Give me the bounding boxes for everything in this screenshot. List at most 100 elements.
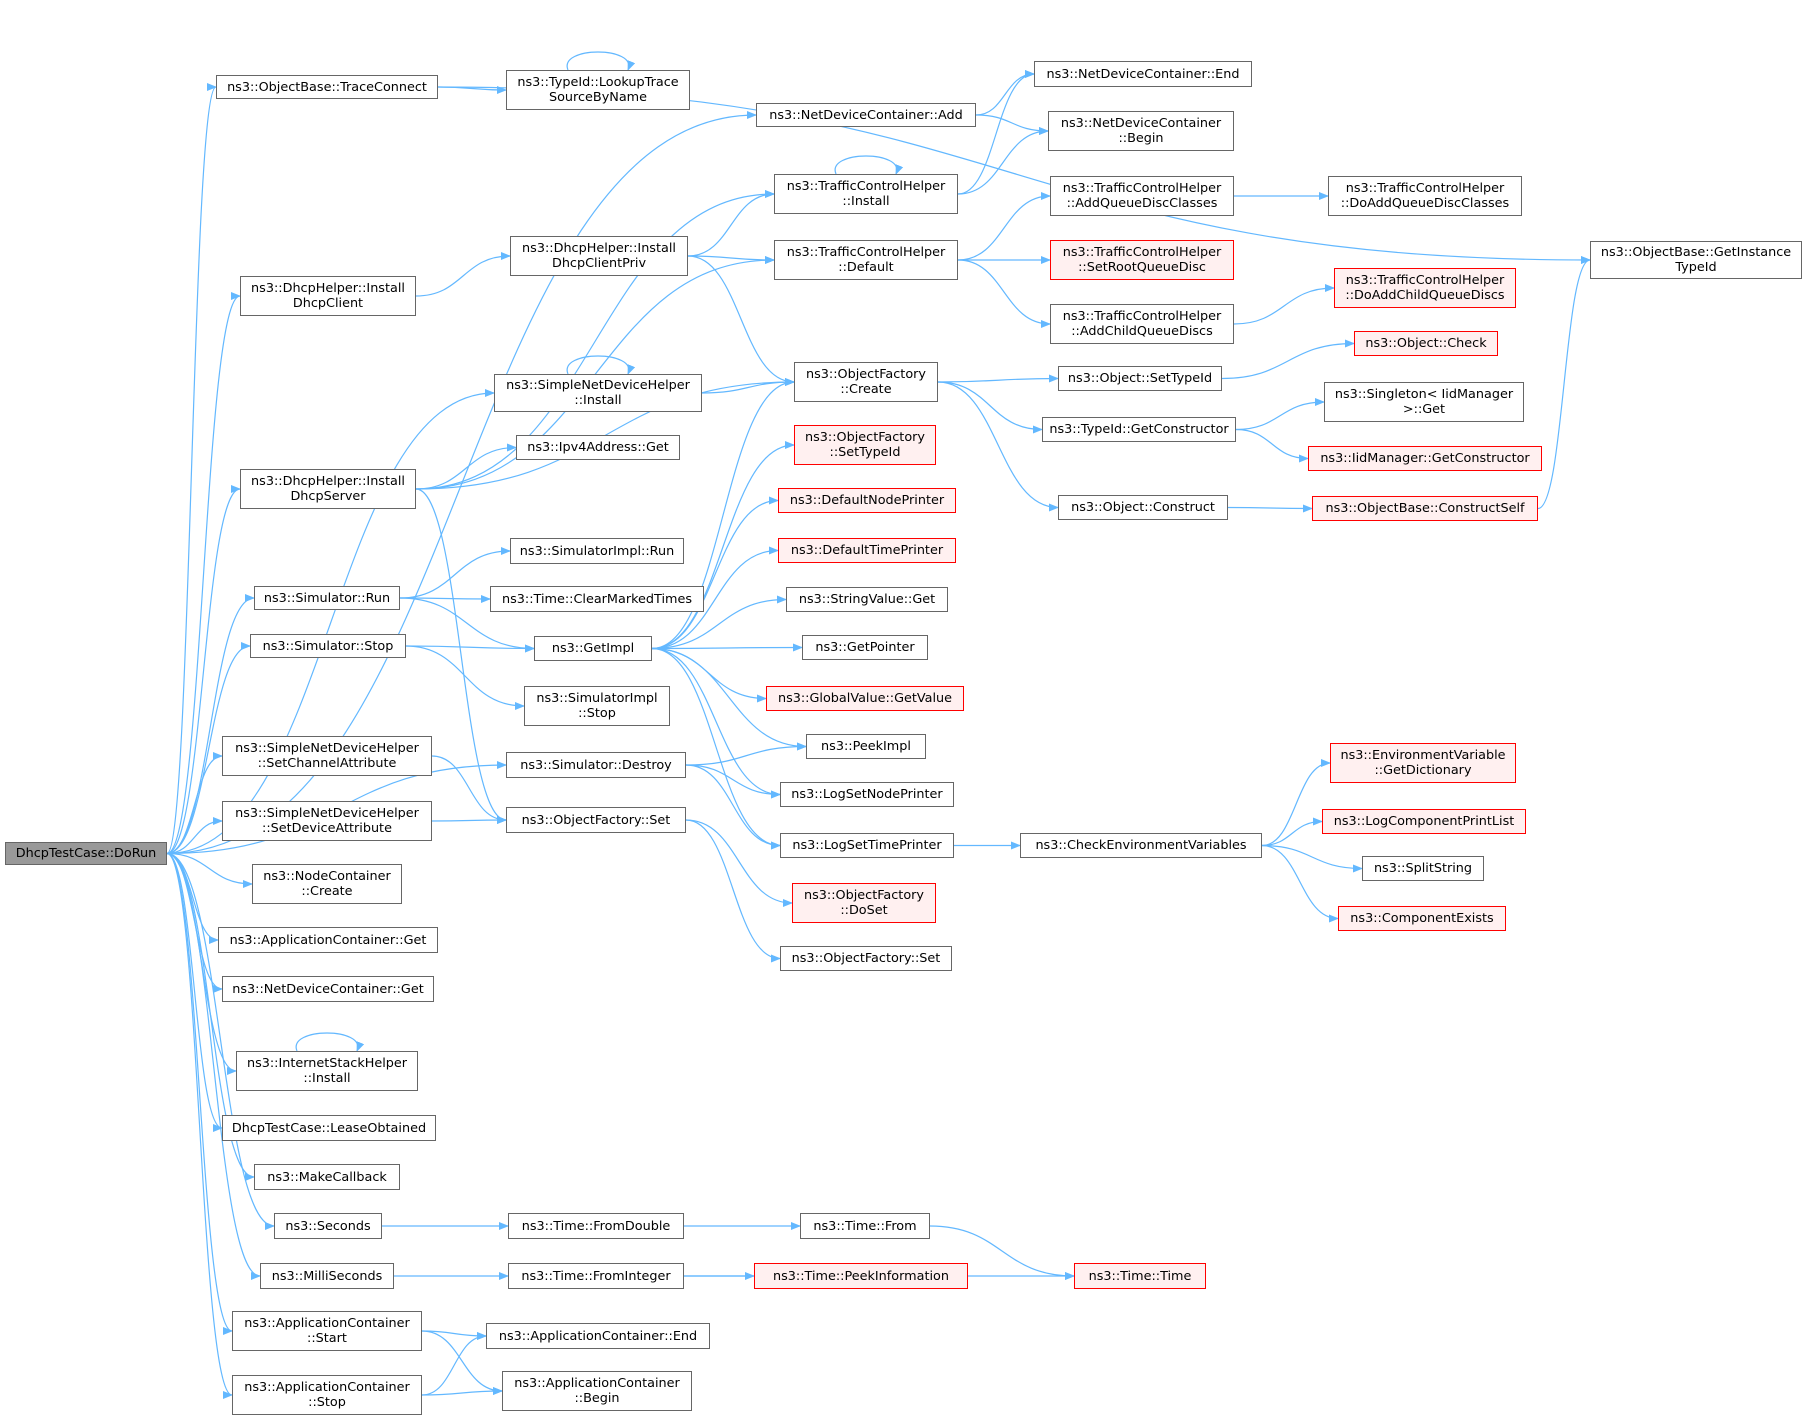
graph-node-n-ndcadd[interactable]: ns3::NetDeviceContainer::Add — [756, 103, 976, 127]
graph-node-n-tchdaqdc[interactable]: ns3::TrafficControlHelper ::DoAddQueueDi… — [1328, 176, 1522, 216]
call-edge-n-ofcreate-to-n-tigc — [937, 381, 1043, 434]
graph-node-n-seconds[interactable]: ns3::Seconds — [274, 1213, 382, 1239]
graph-node-n-oconstruct[interactable]: ns3::Object::Construct — [1058, 495, 1228, 520]
call-edge-n-getimpl-to-n-peekimpl — [651, 647, 807, 751]
graph-node-n-tchdacqd[interactable]: ns3::TrafficControlHelper ::DoAddChildQu… — [1334, 268, 1516, 308]
call-edge-n-tchdef-to-n-tchacqd — [957, 259, 1051, 328]
call-edge-n-sndhsda-to-n-ofset — [431, 816, 507, 825]
call-edge-n-dhicp-to-n-tchinst — [687, 190, 775, 257]
graph-node-n-simdestroy[interactable]: ns3::Simulator::Destroy — [506, 752, 686, 778]
graph-node-n-getptr[interactable]: ns3::GetPointer — [802, 635, 928, 660]
call-edge-n-getimpl-to-n-dnp — [651, 496, 779, 650]
graph-node-n-sndhsca[interactable]: ns3::SimpleNetDeviceHelper ::SetChannelA… — [222, 736, 432, 776]
call-edge-root-to-n-acstart — [166, 852, 233, 1335]
graph-node-n-dnp[interactable]: ns3::DefaultNodePrinter — [778, 488, 956, 513]
graph-node-n-tchdef[interactable]: ns3::TrafficControlHelper ::Default — [774, 240, 958, 280]
graph-node-n-tchsrqd[interactable]: ns3::TrafficControlHelper ::SetRootQueue… — [1050, 240, 1234, 280]
graph-node-n-ishi[interactable]: ns3::InternetStackHelper ::Install — [236, 1051, 418, 1091]
call-edge-n-simrun-to-n-getimpl — [399, 597, 535, 653]
graph-node-n-ttime[interactable]: ns3::Time::Time — [1074, 1263, 1206, 1289]
graph-node-n-ofset2[interactable]: ns3::ObjectFactory::Set — [780, 946, 952, 971]
graph-node-n-ofcreate[interactable]: ns3::ObjectFactory ::Create — [794, 362, 938, 402]
call-edge-n-obcs-to-n-goit — [1537, 256, 1591, 510]
call-edge-root-to-n-mkcb — [166, 852, 255, 1181]
call-edge-n-ofset-to-n-ofset2 — [685, 819, 781, 963]
graph-node-n-dhicp[interactable]: ns3::DhcpHelper::Install DhcpClientPriv — [510, 236, 688, 276]
graph-node-n-iidgc[interactable]: ns3::IidManager::GetConstructor — [1308, 446, 1542, 471]
graph-node-n-acend[interactable]: ns3::ApplicationContainer::End — [486, 1323, 710, 1349]
call-edge-n-sndhsca-to-n-ofset — [431, 755, 507, 824]
graph-node-n-ndcbegin[interactable]: ns3::NetDeviceContainer ::Begin — [1048, 111, 1234, 151]
graph-node-n-tpi[interactable]: ns3::Time::PeekInformation — [754, 1263, 968, 1289]
graph-node-n-dtclo[interactable]: DhcpTestCase::LeaseObtained — [222, 1115, 436, 1141]
graph-node-n-ndcend[interactable]: ns3::NetDeviceContainer::End — [1034, 61, 1252, 87]
call-edge-n-sndhi-to-n-sndhi — [566, 355, 636, 375]
graph-node-n-sndhi[interactable]: ns3::SimpleNetDeviceHelper ::Install — [494, 374, 702, 412]
graph-node-n-ofdoset[interactable]: ns3::ObjectFactory ::DoSet — [792, 883, 936, 923]
graph-node-n-sigget[interactable]: ns3::Singleton< IidManager >::Get — [1324, 382, 1524, 422]
graph-node-n-ltsbn[interactable]: ns3::TypeId::LookupTrace SourceByName — [506, 70, 690, 110]
call-edge-n-getimpl-to-n-lstp — [651, 647, 781, 850]
call-edge-n-ishi-to-n-ishi — [295, 1032, 365, 1052]
graph-node-n-svget[interactable]: ns3::StringValue::Get — [786, 587, 948, 612]
graph-node-n-sndhsda[interactable]: ns3::SimpleNetDeviceHelper ::SetDeviceAt… — [222, 801, 432, 841]
graph-node-n-acget[interactable]: ns3::ApplicationContainer::Get — [218, 927, 438, 953]
call-edge-n-ofcreate-to-n-osti — [937, 374, 1059, 383]
graph-node-n-tfi[interactable]: ns3::Time::FromInteger — [508, 1263, 684, 1289]
call-edge-n-dhic-to-n-dhicp — [415, 252, 511, 297]
call-edge-root-to-n-dtclo — [166, 852, 223, 1132]
graph-node-n-obcs[interactable]: ns3::ObjectBase::ConstructSelf — [1312, 496, 1538, 521]
call-edge-n-simdestroy-to-n-peekimpl — [685, 742, 807, 766]
graph-node-n-nccreate[interactable]: ns3::NodeContainer ::Create — [252, 864, 402, 904]
graph-node-n-acstart[interactable]: ns3::ApplicationContainer ::Start — [232, 1311, 422, 1351]
call-edge-n-tigc-to-n-iidgc — [1235, 428, 1309, 463]
graph-node-n-goit[interactable]: ns3::ObjectBase::GetInstance TypeId — [1590, 241, 1802, 279]
graph-node-n-mkcb[interactable]: ns3::MakeCallback — [254, 1164, 400, 1190]
graph-node-n-ocheck[interactable]: ns3::Object::Check — [1354, 331, 1498, 356]
graph-node-n-peekimpl[interactable]: ns3::PeekImpl — [806, 734, 926, 759]
graph-node-n-cev[interactable]: ns3::CheckEnvironmentVariables — [1020, 833, 1262, 858]
graph-node-n-split[interactable]: ns3::SplitString — [1362, 856, 1484, 881]
graph-node-n-sirun[interactable]: ns3::SimulatorImpl::Run — [510, 538, 684, 564]
graph-node-n-ndcget[interactable]: ns3::NetDeviceContainer::Get — [222, 976, 434, 1002]
call-edge-n-tchacqd-to-n-tchdacqd — [1233, 284, 1335, 325]
graph-node-n-ipv4get[interactable]: ns3::Ipv4Address::Get — [516, 435, 680, 460]
graph-node-n-simstop[interactable]: ns3::Simulator::Stop — [250, 634, 406, 658]
graph-node-n-dhis[interactable]: ns3::DhcpHelper::Install DhcpServer — [240, 469, 416, 509]
graph-node-n-evgd[interactable]: ns3::EnvironmentVariable ::GetDictionary — [1330, 743, 1516, 783]
graph-node-n-tc[interactable]: ns3::ObjectBase::TraceConnect — [216, 75, 438, 99]
graph-node-n-ms[interactable]: ns3::MilliSeconds — [260, 1263, 394, 1289]
graph-node-n-tchinst[interactable]: ns3::TrafficControlHelper ::Install — [774, 174, 958, 214]
call-edge-n-getimpl-to-n-ofcreate — [651, 378, 795, 650]
graph-node-n-osti[interactable]: ns3::Object::SetTypeId — [1058, 366, 1222, 391]
call-edge-n-ndcadd-to-n-ndcbegin — [975, 114, 1049, 135]
graph-node-n-sistop[interactable]: ns3::SimulatorImpl ::Stop — [524, 686, 670, 726]
graph-node-n-lsnp[interactable]: ns3::LogSetNodePrinter — [780, 782, 954, 807]
graph-node-n-tfd[interactable]: ns3::Time::FromDouble — [508, 1213, 684, 1239]
call-edge-n-dhis-to-n-tchinst — [415, 190, 775, 490]
graph-node-n-tcmt[interactable]: ns3::Time::ClearMarkedTimes — [490, 586, 704, 612]
graph-node-n-acstop[interactable]: ns3::ApplicationContainer ::Stop — [232, 1375, 422, 1415]
call-edge-root-to-n-sndhsda — [166, 817, 223, 855]
graph-node-n-gvgv[interactable]: ns3::GlobalValue::GetValue — [766, 686, 964, 711]
graph-node-n-getimpl[interactable]: ns3::GetImpl — [534, 636, 652, 661]
graph-node-n-tigc[interactable]: ns3::TypeId::GetConstructor — [1042, 417, 1236, 442]
graph-node-n-tchaqdc[interactable]: ns3::TrafficControlHelper ::AddQueueDisc… — [1050, 176, 1234, 216]
graph-node-root[interactable]: DhcpTestCase::DoRun — [5, 842, 167, 865]
graph-node-n-tchacqd[interactable]: ns3::TrafficControlHelper ::AddChildQueu… — [1050, 304, 1234, 344]
graph-node-n-ofset[interactable]: ns3::ObjectFactory::Set — [506, 807, 686, 833]
graph-node-n-simrun[interactable]: ns3::Simulator::Run — [254, 586, 400, 610]
call-edge-n-acstop-to-n-acend — [421, 1332, 487, 1396]
graph-node-n-ofsti[interactable]: ns3::ObjectFactory ::SetTypeId — [794, 425, 936, 465]
graph-node-n-dhic[interactable]: ns3::DhcpHelper::Install DhcpClient — [240, 276, 416, 316]
call-edge-n-cev-to-n-evgd — [1261, 759, 1331, 847]
graph-node-n-lcpl[interactable]: ns3::LogComponentPrintList — [1322, 809, 1526, 834]
graph-node-n-compex[interactable]: ns3::ComponentExists — [1338, 906, 1506, 931]
graph-node-n-tfrom[interactable]: ns3::Time::From — [800, 1213, 930, 1239]
graph-node-n-acbegin[interactable]: ns3::ApplicationContainer ::Begin — [502, 1371, 692, 1411]
call-edge-root-to-n-dhic — [166, 292, 241, 855]
graph-node-n-dtp[interactable]: ns3::DefaultTimePrinter — [778, 538, 956, 563]
call-edge-root-to-n-nccreate — [166, 852, 253, 888]
graph-node-n-lstp[interactable]: ns3::LogSetTimePrinter — [780, 833, 954, 858]
